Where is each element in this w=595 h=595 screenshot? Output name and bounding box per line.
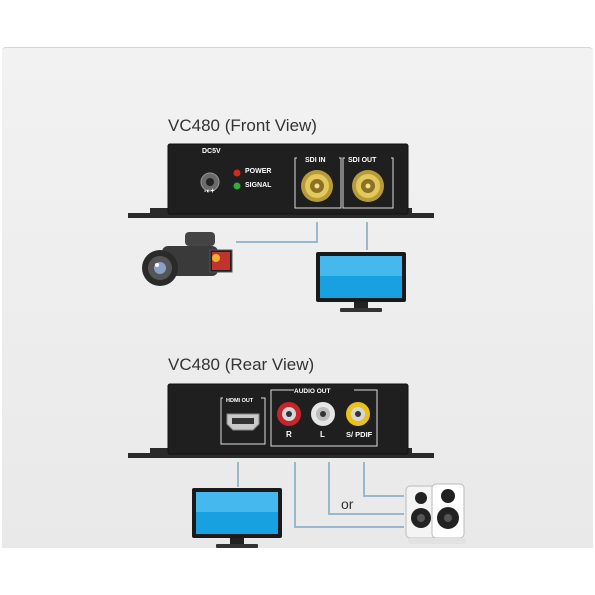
audio-out-label: AUDIO OUT [294, 388, 331, 395]
audio-r-jack [277, 402, 301, 426]
diagram-panel [2, 47, 593, 548]
signal-label: SIGNAL [245, 182, 272, 189]
sdi-out-label: SDI OUT [348, 157, 377, 164]
power-label: POWER [245, 168, 272, 175]
dc-label: DC5V [202, 148, 221, 155]
monitor-icon [192, 488, 282, 548]
r-label: R [286, 430, 292, 439]
front-device [128, 143, 434, 218]
rear-view-title: VC480 (Rear View) [168, 355, 315, 374]
camcorder-icon [142, 232, 233, 286]
dc-polarity: -◐+ [204, 188, 215, 195]
signal-led [233, 182, 241, 190]
audio-l-jack [311, 402, 335, 426]
front-view-title: VC480 (Front View) [168, 116, 317, 135]
spdif-label: S/ PDIF [346, 430, 373, 439]
sdi-in-connector [301, 170, 333, 202]
hdmi-label: HDMI OUT [226, 398, 254, 404]
sdi-out-connector [352, 170, 384, 202]
sdi-in-label: SDI IN [305, 157, 326, 164]
speakers-icon [405, 483, 466, 544]
rear-device [128, 383, 434, 458]
power-led [233, 169, 241, 177]
monitor-icon [316, 252, 406, 312]
l-label: L [320, 430, 325, 439]
or-label: or [341, 496, 354, 512]
spdif-jack [346, 402, 370, 426]
